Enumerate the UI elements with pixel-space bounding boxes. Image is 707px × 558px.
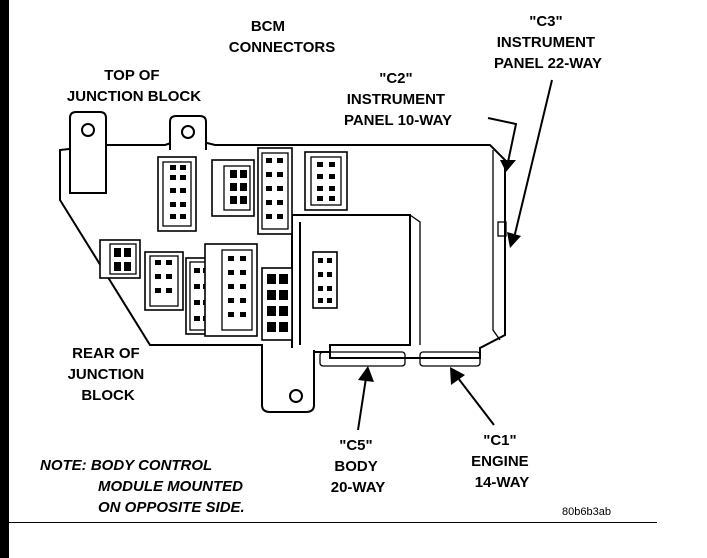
connector-top-3 [257, 147, 293, 235]
note-text: NOTE: BODY CONTROL MODULE MOUNTED ON OPP… [40, 457, 247, 516]
arrow-c3 [507, 79, 553, 248]
arrow-c5 [357, 366, 374, 431]
connector-mid-5 [261, 267, 293, 341]
label-bcm-connectors: BCM CONNECTORS [229, 18, 335, 56]
label-c1: "C1" ENGINE 14-WAY [471, 432, 533, 491]
junction-block [59, 111, 507, 413]
figure-reference-code: 80b6b3ab [562, 506, 611, 518]
connector-bcm-inner [312, 251, 338, 309]
label-top-of-junction-block: TOP OF JUNCTION BLOCK [67, 67, 201, 105]
label-c3: "C3" INSTRUMENT PANEL 22-WAY [494, 13, 602, 72]
arrow-c1 [450, 367, 495, 426]
label-rear-of-junction-block: REAR OF JUNCTION BLOCK [68, 345, 149, 404]
connector-top-4 [304, 151, 348, 211]
label-c2: "C2" INSTRUMENT PANEL 10-WAY [344, 70, 452, 129]
label-c5: "C5" BODY 20-WAY [331, 437, 385, 496]
connector-mid-2 [144, 251, 184, 311]
connector-mid-4 [204, 243, 258, 337]
left-border [0, 0, 9, 558]
connector-top-1 [157, 156, 197, 232]
arrow-c2 [487, 117, 518, 172]
bottom-rule [9, 522, 657, 523]
connector-mid-1 [99, 239, 141, 279]
connector-top-2 [211, 159, 255, 217]
